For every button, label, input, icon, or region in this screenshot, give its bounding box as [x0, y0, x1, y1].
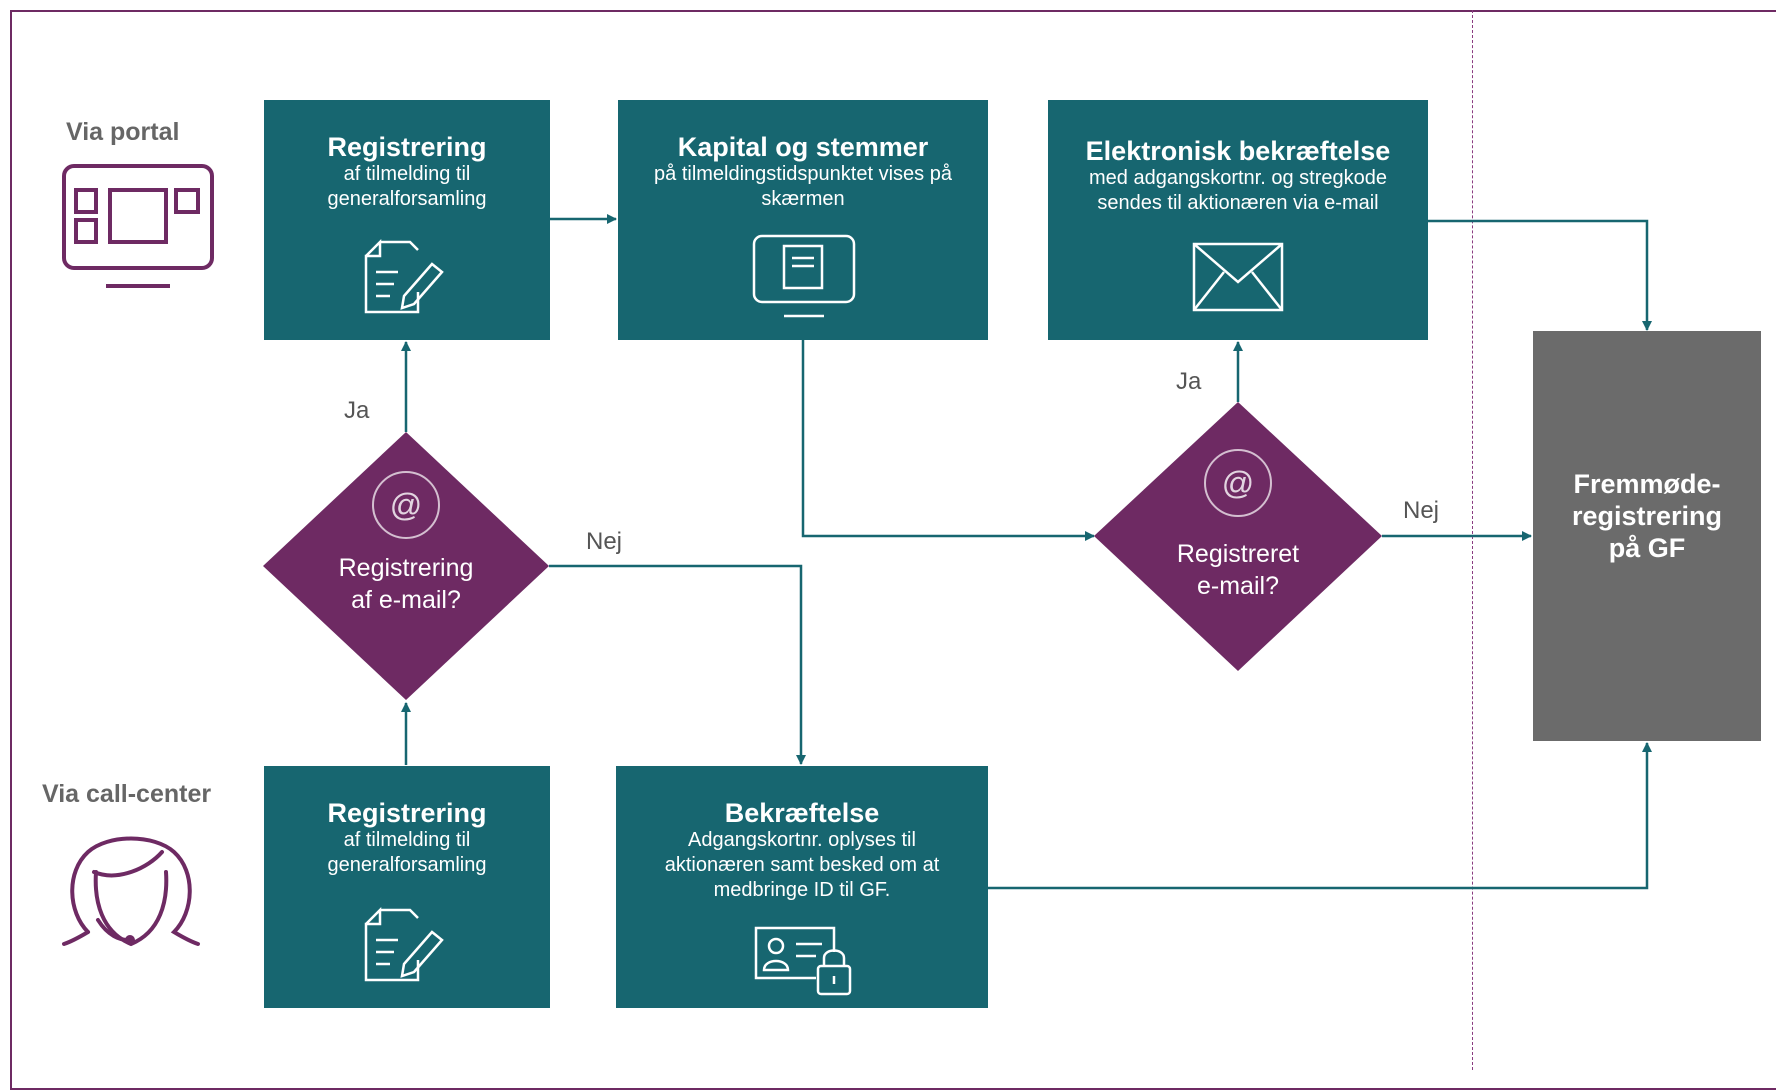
svg-text:@: @: [390, 487, 422, 523]
box-title: Fremmøde- registrering på GF: [1571, 469, 1723, 563]
decision-diamond-2: [1094, 402, 1382, 671]
decision-diamond-1: [263, 432, 549, 700]
lane-label-callcenter: Via call-center: [42, 780, 212, 808]
envelope-icon: [1192, 242, 1284, 312]
form-pen-icon: [364, 238, 444, 314]
at-sign-icon: @: [372, 471, 440, 539]
label-ja-1: Ja: [344, 397, 370, 424]
id-card-lock-icon: [754, 926, 852, 996]
svg-text:@: @: [1222, 465, 1254, 501]
box-subtitle: Adgangskortnr. oplyses til aktionæren sa…: [664, 829, 940, 901]
screen-document-icon: [752, 234, 856, 318]
label-nej-1: Nej: [586, 528, 623, 555]
box-title: Bekræftelse: [724, 798, 880, 828]
box-subtitle: af tilmelding til generalforsamling: [327, 163, 487, 210]
decision-1-text: Registrering af e-mail?: [338, 554, 474, 614]
box-subtitle: på tilmeldingstidspunktet vises på skærm…: [654, 163, 952, 210]
connectors: [263, 214, 1652, 890]
arrow-kapital-to-d2: [801, 340, 1095, 541]
arrow-d1-no: [549, 564, 806, 765]
decision-2-text: Registreret e-mail?: [1176, 540, 1300, 600]
box-subtitle: med adgangskortnr. og stregkode sendes t…: [1089, 167, 1387, 214]
box-title: Registrering: [327, 132, 487, 162]
arrow-elektronisk-to-gf: [1428, 219, 1652, 331]
box-fremmode-registrering: Fremmøde- registrering på GF: [1533, 331, 1761, 741]
headset-person-icon: [62, 836, 200, 947]
divider-line: [1472, 10, 1473, 1070]
box-title: Elektronisk bekræftelse: [1085, 136, 1391, 166]
box-elektronisk-bekraeftelse: Elektronisk bekræftelse med adgangskortn…: [1048, 100, 1428, 340]
box-bekraeftelse: Bekræftelse Adgangskortnr. oplyses til a…: [616, 766, 988, 1008]
box-title: Registrering: [327, 798, 487, 828]
monitor-layout-icon: [62, 164, 214, 288]
label-nej-2: Nej: [1403, 497, 1440, 524]
box-registrering-callcenter: Registrering af tilmelding til generalfo…: [264, 766, 550, 1008]
arrow-bekraeftelse-to-gf: [988, 742, 1652, 890]
box-registrering-portal: Registrering af tilmelding til generalfo…: [264, 100, 550, 340]
lane-label-portal: Via portal: [66, 118, 180, 146]
box-title: Kapital og stemmer: [677, 132, 929, 162]
box-kapital-og-stemmer: Kapital og stemmer på tilmeldingstidspun…: [618, 100, 988, 340]
box-subtitle: af tilmelding til generalforsamling: [327, 829, 487, 876]
label-ja-2: Ja: [1176, 368, 1202, 395]
at-sign-icon: @: [1204, 449, 1272, 517]
form-pen-icon: [364, 906, 444, 982]
